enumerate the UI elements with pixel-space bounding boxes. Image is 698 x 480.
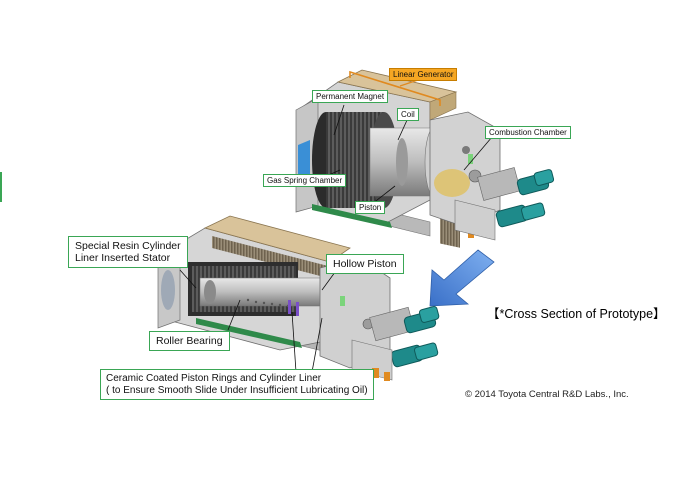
label-linear-generator: Linear Generator xyxy=(389,68,458,82)
down-left-arrow xyxy=(429,249,495,307)
label-gas-spring-chamber: Gas Spring Chamber xyxy=(263,174,347,188)
prototype-caption: 【*Cross Section of Prototype】 xyxy=(487,307,666,321)
label-roller-bearing: Roller Bearing xyxy=(149,331,230,352)
bottom-generator-assembly xyxy=(157,215,440,381)
label-special-resin-line1: Special Resin Cylinder xyxy=(75,240,181,252)
label-special-resin-line2: Liner Inserted Stator xyxy=(75,252,171,265)
label-ceramic-coated-rings: Ceramic Coated Piston Rings and Cylinder… xyxy=(100,369,374,400)
label-special-resin-stator: Special Resin Cylinder Liner Inserted St… xyxy=(68,236,188,269)
label-hollow-piston: Hollow Piston xyxy=(326,254,404,275)
linear-generator-bracket xyxy=(349,70,441,106)
label-ceramic-line1: Ceramic Coated Piston Rings and Cylinder… xyxy=(106,373,322,384)
label-permanent-magnet: Permanent Magnet xyxy=(312,90,389,104)
label-coil: Coil xyxy=(397,108,419,122)
left-edge-mark xyxy=(0,172,2,202)
label-combustion-chamber: Combustion Chamber xyxy=(485,126,571,140)
copyright-notice: © 2014 Toyota Central R&D Labs., Inc. xyxy=(465,389,629,400)
label-ceramic-line2: ( to Ensure Smooth Slide Under Insuffici… xyxy=(106,384,368,396)
label-piston: Piston xyxy=(355,201,386,215)
